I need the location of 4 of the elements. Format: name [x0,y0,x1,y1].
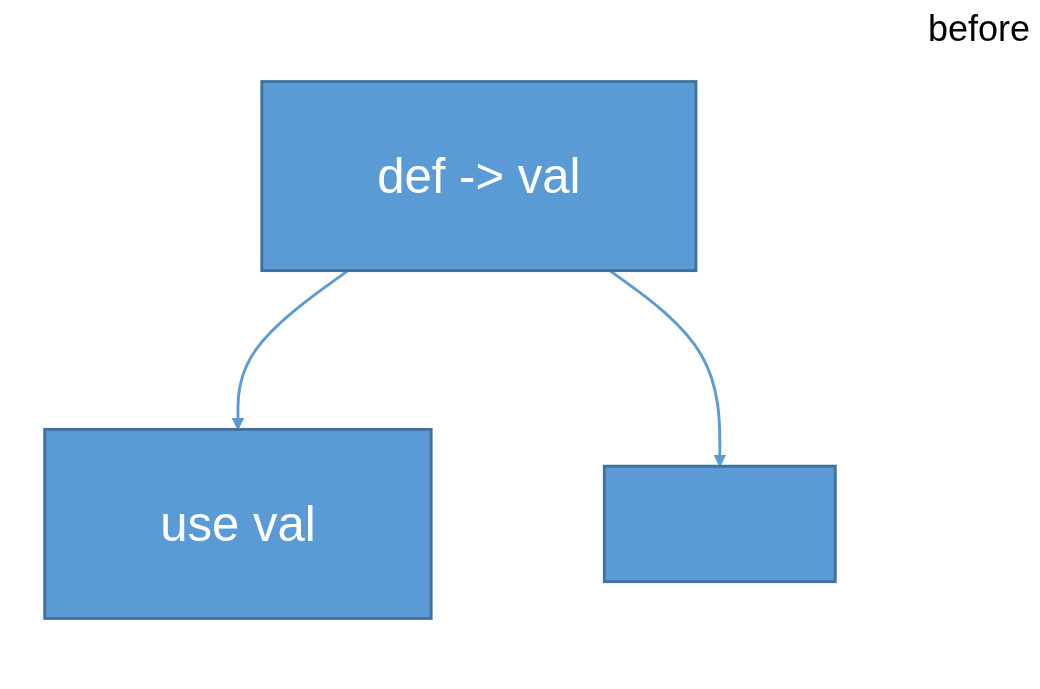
note-text: before [927,8,1030,50]
node-box [602,464,837,584]
node-box: def -> val [260,80,698,273]
node-box: use val [43,427,433,620]
